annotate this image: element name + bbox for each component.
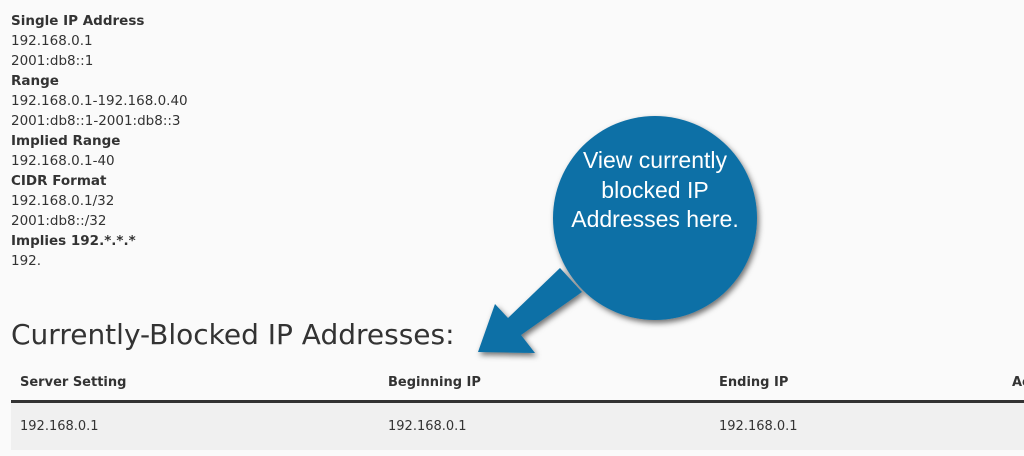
section-title: Currently-Blocked IP Addresses: [11,318,455,351]
ip-format-examples: Single IP Address 192.168.0.1 2001:db8::… [11,11,188,271]
example-value: 192.168.0.1 [11,33,93,49]
example-value: 192.168.0.1-40 [11,153,115,169]
example-heading: Implied Range [11,133,121,149]
bubble-circle [553,116,757,320]
column-header-beginning-ip[interactable]: Beginning IP [379,364,710,403]
arrow-icon [478,268,582,353]
example-value: 2001:db8::/32 [11,213,107,229]
example-heading: Single IP Address [11,13,145,29]
blocked-ip-table: Server Setting Beginning IP Ending IP Ac… [11,364,1024,450]
column-header-actions: Ac [1003,364,1024,403]
column-header-ending-ip[interactable]: Ending IP [710,364,1003,403]
cell-ending-ip: 192.168.0.1 [710,401,1003,450]
example-heading: CIDR Format [11,173,107,189]
cell-beginning-ip: 192.168.0.1 [379,401,710,450]
example-heading: Implies 192.*.*.* [11,233,136,249]
example-value: 192.168.0.1/32 [11,193,115,209]
cell-actions [1003,401,1024,450]
example-value: 2001:db8::1 [11,53,94,69]
table-header-row: Server Setting Beginning IP Ending IP Ac [11,364,1024,403]
callout-text: View currently blocked IP Addresses here… [571,147,739,232]
example-heading: Range [11,73,59,89]
example-value: 192.168.0.1-192.168.0.40 [11,93,188,109]
example-value: 192. [11,253,42,269]
cell-server-setting: 192.168.0.1 [11,401,379,450]
column-header-server-setting[interactable]: Server Setting [11,364,379,403]
table-row: 192.168.0.1 192.168.0.1 192.168.0.1 [11,401,1024,450]
example-value: 2001:db8::1-2001:db8::3 [11,113,181,129]
